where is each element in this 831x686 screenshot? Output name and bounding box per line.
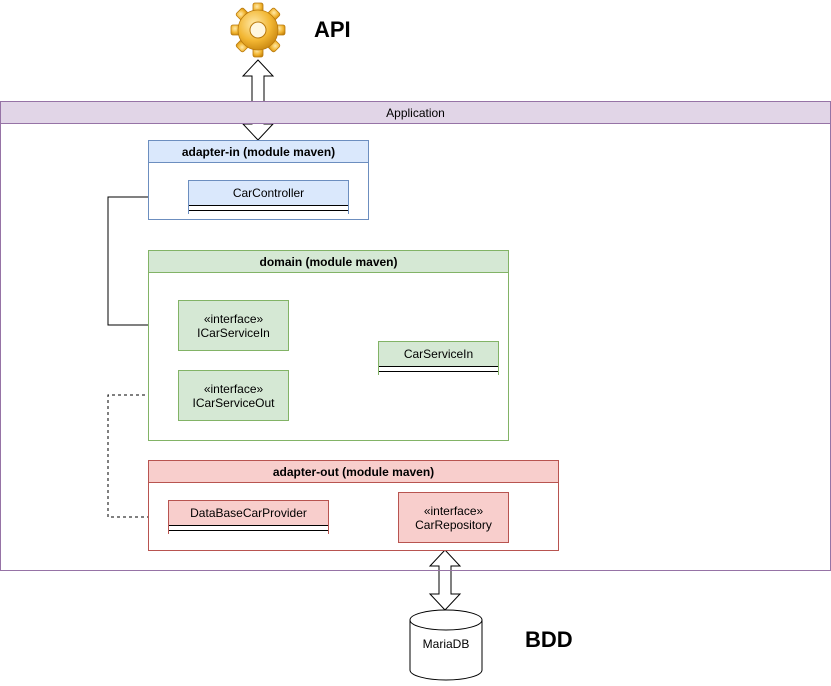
database-label: MariaDB (422, 637, 470, 651)
database-icon (409, 609, 483, 681)
car-controller-class: CarController (188, 180, 349, 215)
car-repository-interface: «interface» CarRepository (398, 492, 509, 543)
carservicein-name: CarServiceIn (403, 347, 474, 361)
provider-realizes-icarserviceout-edge (107, 395, 176, 518)
database-car-provider-name: DataBaseCarProvider (190, 506, 307, 520)
icarserviceout-name: ICarServiceOut (192, 395, 275, 410)
icarserviceout-interface: «interface» ICarServiceOut (178, 370, 289, 421)
icarservicein-name: ICarServiceIn (197, 325, 270, 340)
database-car-provider-class: DataBaseCarProvider (168, 500, 329, 535)
domain-header: domain (module maven) (149, 251, 508, 273)
car-repository-stereotype: «interface» (423, 503, 484, 518)
adapter-out-header: adapter-out (module maven) (149, 461, 558, 483)
car-controller-name: CarController (232, 186, 305, 200)
adapter-in-header: adapter-in (module maven) (149, 141, 368, 163)
icarservicein-stereotype: «interface» (203, 311, 264, 326)
icarservicein-interface: «interface» ICarServiceIn (178, 300, 289, 351)
carservicein-class: CarServiceIn (378, 341, 499, 376)
bdd-title: BDD (525, 627, 573, 652)
application-header: Application (1, 102, 830, 124)
car-repository-name: CarRepository (415, 517, 492, 532)
api-title: API (314, 17, 351, 42)
icarserviceout-stereotype: «interface» (203, 381, 264, 396)
application-frame: Application (0, 101, 831, 571)
gear-icon (230, 0, 286, 58)
